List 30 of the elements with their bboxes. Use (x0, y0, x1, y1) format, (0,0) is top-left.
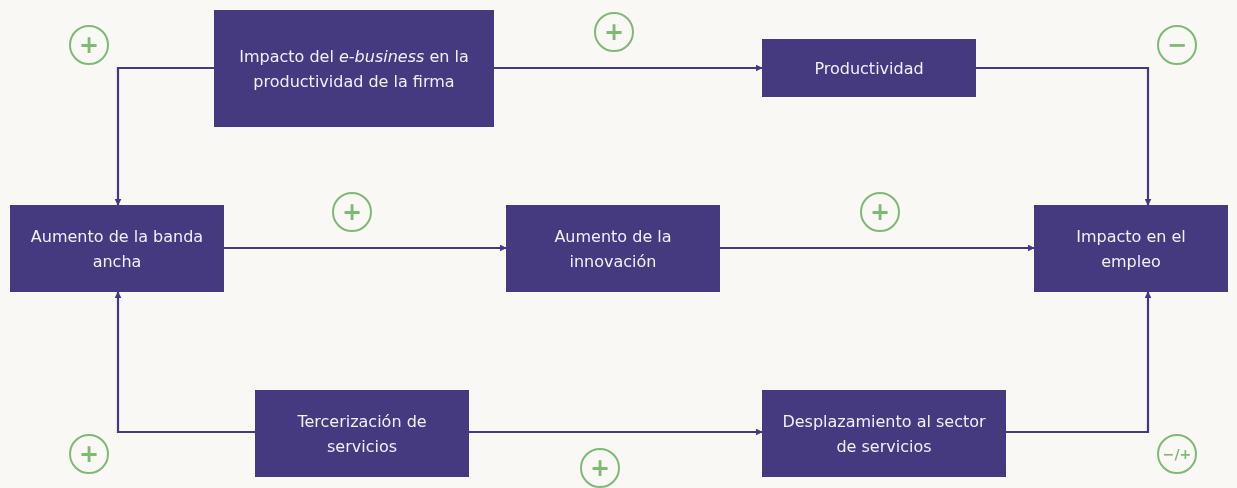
edge-label: + (69, 25, 109, 65)
edge-label: + (580, 448, 620, 488)
process-box (506, 205, 720, 292)
box-label: Desplazamiento al sector de servicios (781, 410, 987, 458)
edge-label: + (332, 192, 372, 232)
arrow (114, 66, 214, 206)
edge-label: + (69, 434, 109, 474)
box-label: Impacto en el empleo (1075, 225, 1187, 273)
edge-label: −/+ (1157, 434, 1197, 474)
box-label: Tercerización de servicios (296, 410, 428, 458)
box-label: Aumento de la banda ancha (29, 225, 205, 273)
process-box (762, 39, 976, 97)
edge-label: + (860, 192, 900, 232)
process-box (1034, 205, 1228, 292)
box-label: Aumento de la innovación (553, 225, 673, 273)
arrow (976, 66, 1152, 206)
process-box (214, 10, 494, 127)
edge-label: + (594, 12, 634, 52)
arrow (494, 64, 763, 72)
box-label: Productividad (814, 57, 924, 80)
arrow (114, 291, 255, 434)
arrow (1006, 291, 1152, 434)
process-box (10, 205, 224, 292)
process-box (762, 390, 1006, 477)
arrow (469, 428, 763, 436)
process-box (255, 390, 469, 477)
arrow (720, 244, 1035, 252)
arrow (224, 244, 507, 252)
box-label: Impacto del e-business en la productividad de la firma (238, 45, 470, 93)
edge-label: − (1157, 25, 1197, 65)
